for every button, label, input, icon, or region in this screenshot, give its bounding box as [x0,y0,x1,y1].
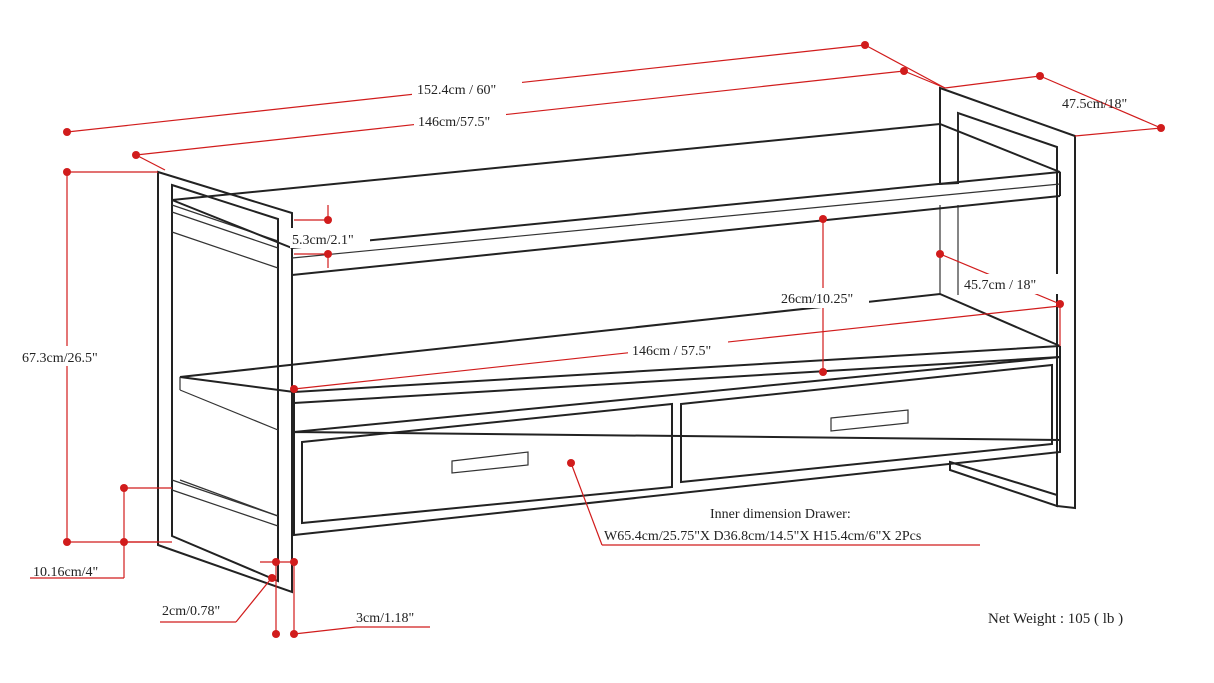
furniture-outline [157,86,1076,594]
depth-label: 47.5cm/18" [1062,97,1127,112]
top-thickness-label: 5.3cm/2.1" [292,233,354,248]
frame-width-label: 3cm/1.18" [356,611,414,626]
shelf-depth-label: 45.7cm / 18" [964,278,1036,293]
dimension-labels: 152.4cm / 60" 146cm/57.5" 47.5cm/18" 67.… [20,78,1127,627]
height-label: 67.3cm/26.5" [22,351,98,366]
shelf-width-label: 146cm / 57.5" [632,344,711,359]
frame-inner-label: 2cm/0.78" [162,604,220,619]
drawer-title-label: Inner dimension Drawer: [710,507,851,522]
leg-clearance-label: 10.16cm/4" [33,565,98,580]
drawer-spec-label: W65.4cm/25.75"X D36.8cm/14.5"X H15.4cm/6… [604,529,921,544]
inner-width-label: 146cm/57.5" [418,115,490,130]
shelf-gap-label: 26cm/10.25" [781,292,853,307]
net-weight-label: Net Weight : 105 ( lb ) [988,611,1123,627]
overall-width-label: 152.4cm / 60" [417,83,496,98]
